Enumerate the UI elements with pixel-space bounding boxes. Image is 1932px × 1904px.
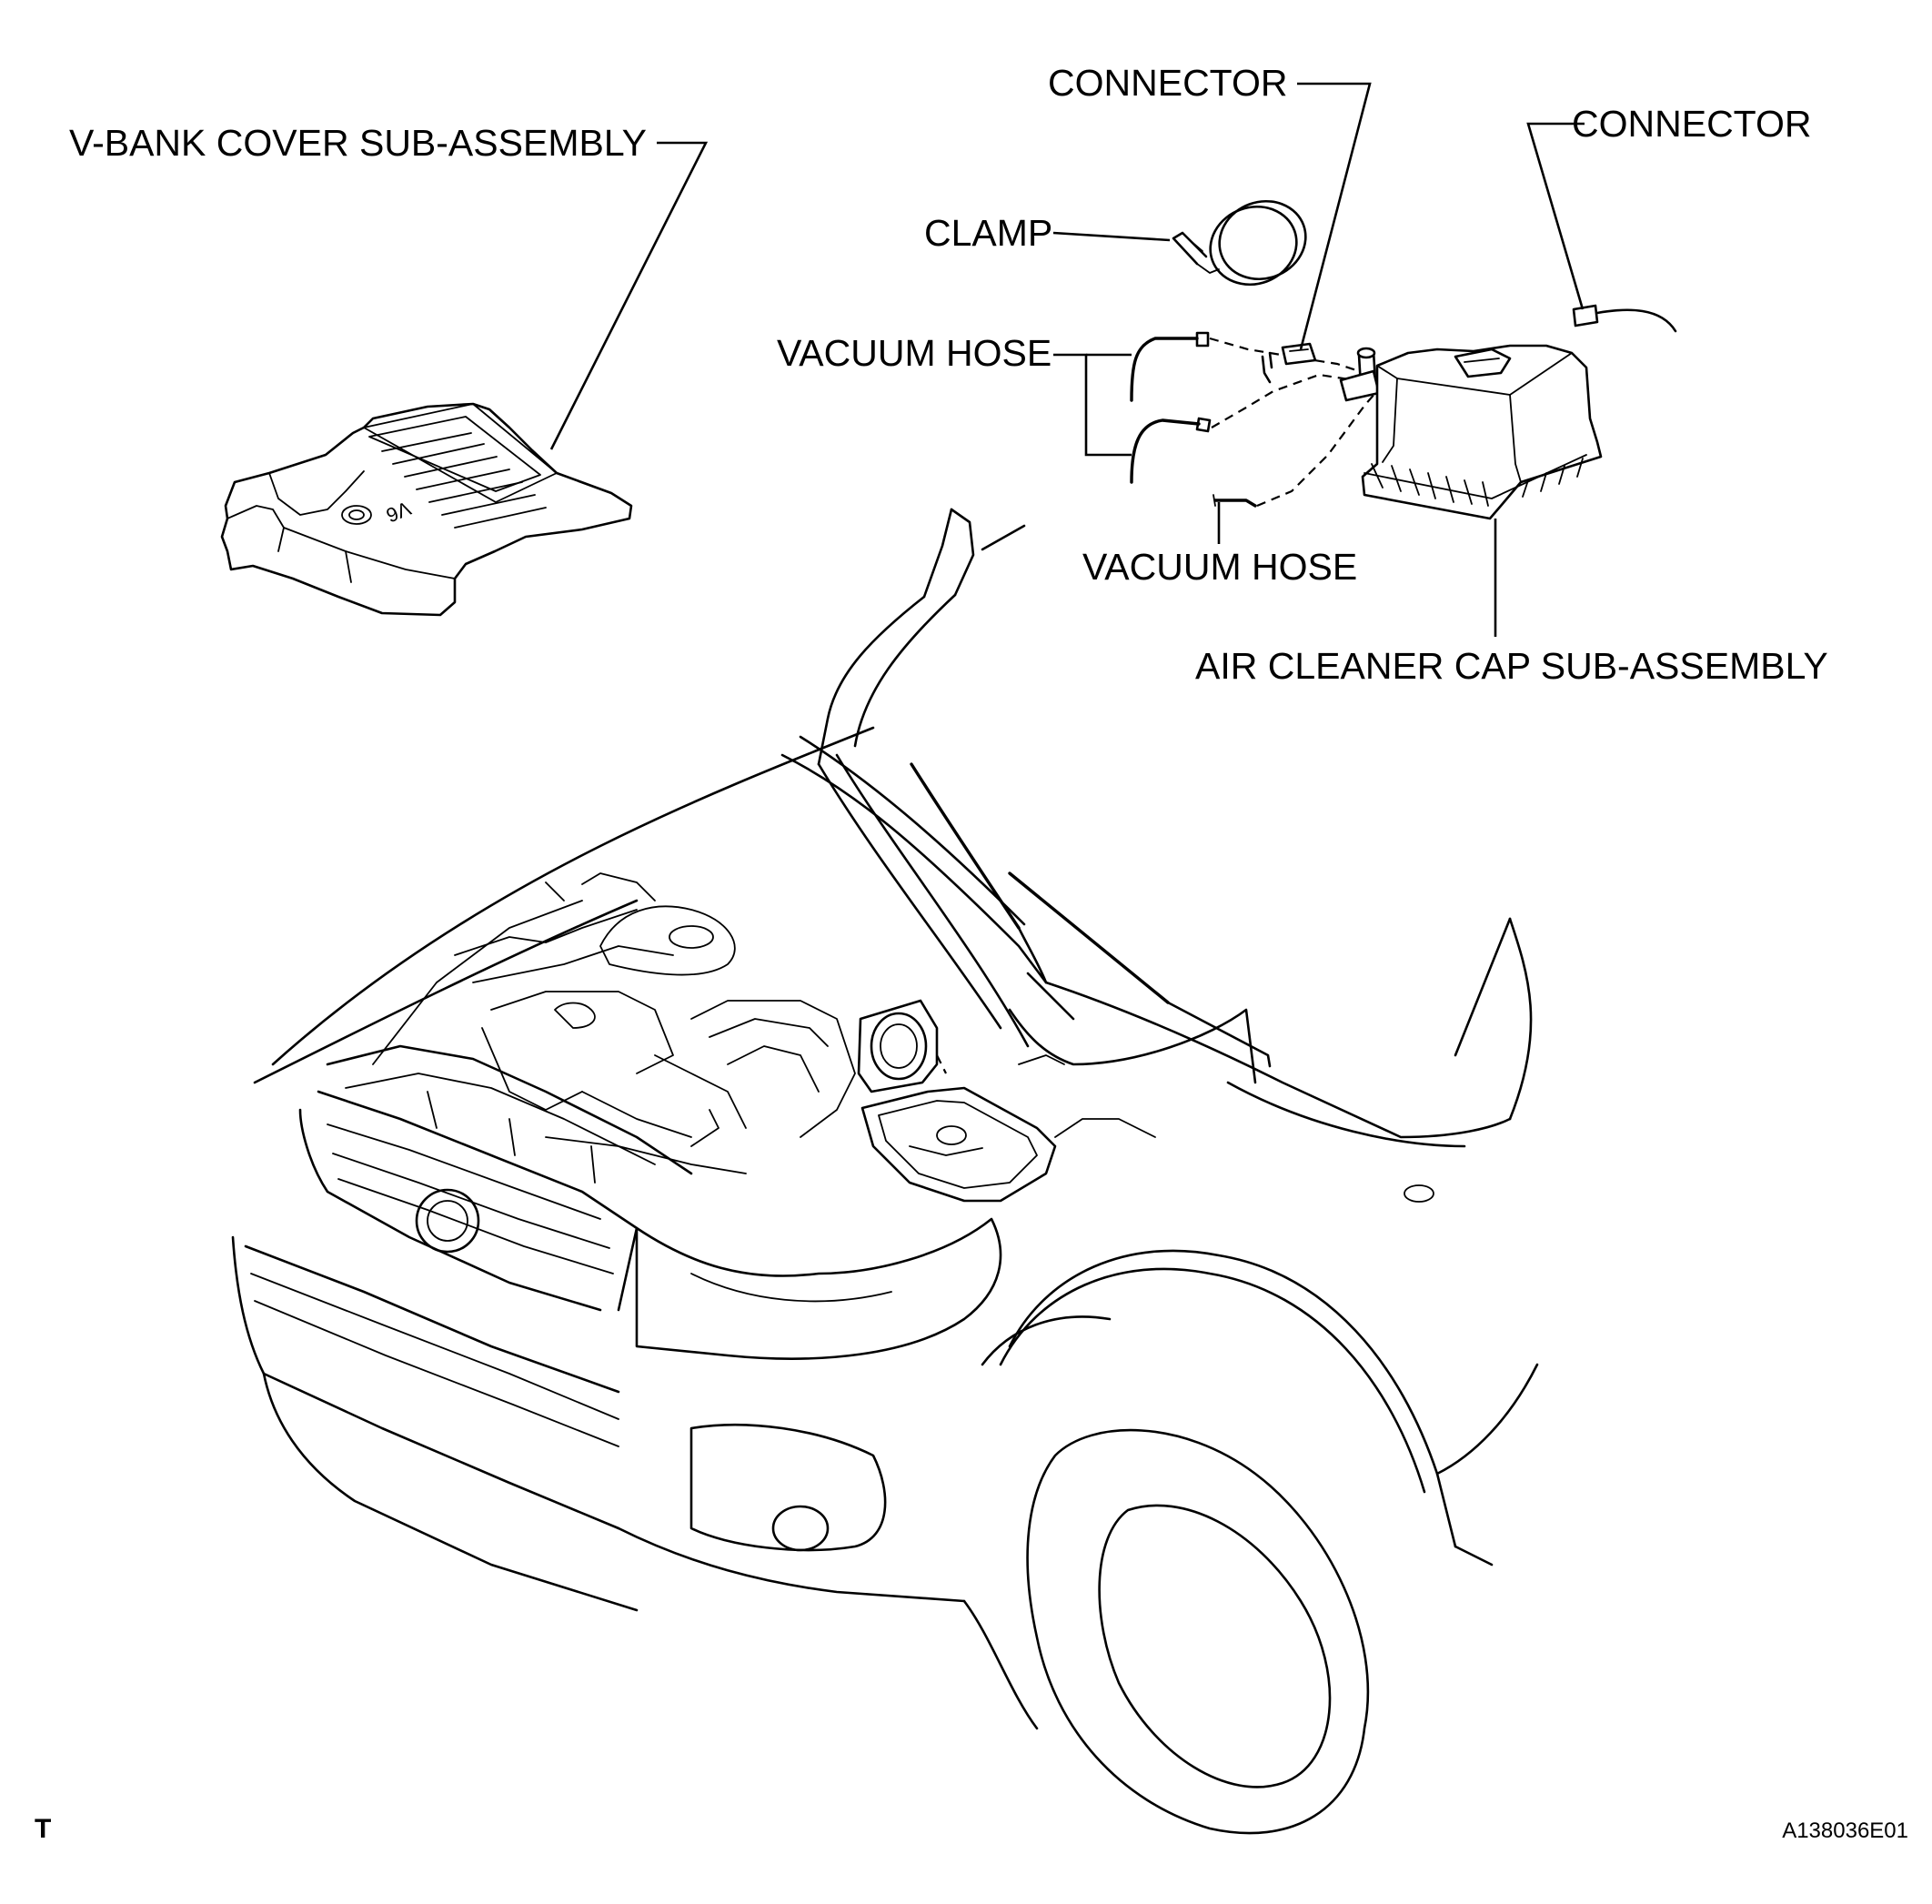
- callout-labels: V-BANK COVER SUB-ASSEMBLY CONNECTOR CONN…: [35, 62, 1908, 1844]
- air-cleaner-group: [1130, 304, 1677, 520]
- label-clamp: CLAMP: [924, 212, 1052, 254]
- label-vacuum-hose-2: VACUUM HOSE: [1082, 546, 1357, 588]
- clamp-drawing: [1172, 199, 1307, 287]
- label-connector-top: CONNECTOR: [1048, 62, 1287, 104]
- figure-id: A138036E01: [1782, 1818, 1908, 1843]
- label-air-cleaner-cap: AIR CLEANER CAP SUB-ASSEMBLY: [1195, 645, 1828, 687]
- label-vacuum-hose-1: VACUUM HOSE: [777, 332, 1052, 374]
- vehicle-drawing: [231, 508, 1539, 1835]
- label-v-bank-cover: V-BANK COVER SUB-ASSEMBLY: [69, 122, 647, 164]
- v-bank-cover-drawing: V6: [220, 402, 633, 617]
- label-connector-right: CONNECTOR: [1572, 103, 1811, 145]
- leader-lines: [549, 82, 1585, 637]
- corner-mark: T: [35, 1814, 51, 1844]
